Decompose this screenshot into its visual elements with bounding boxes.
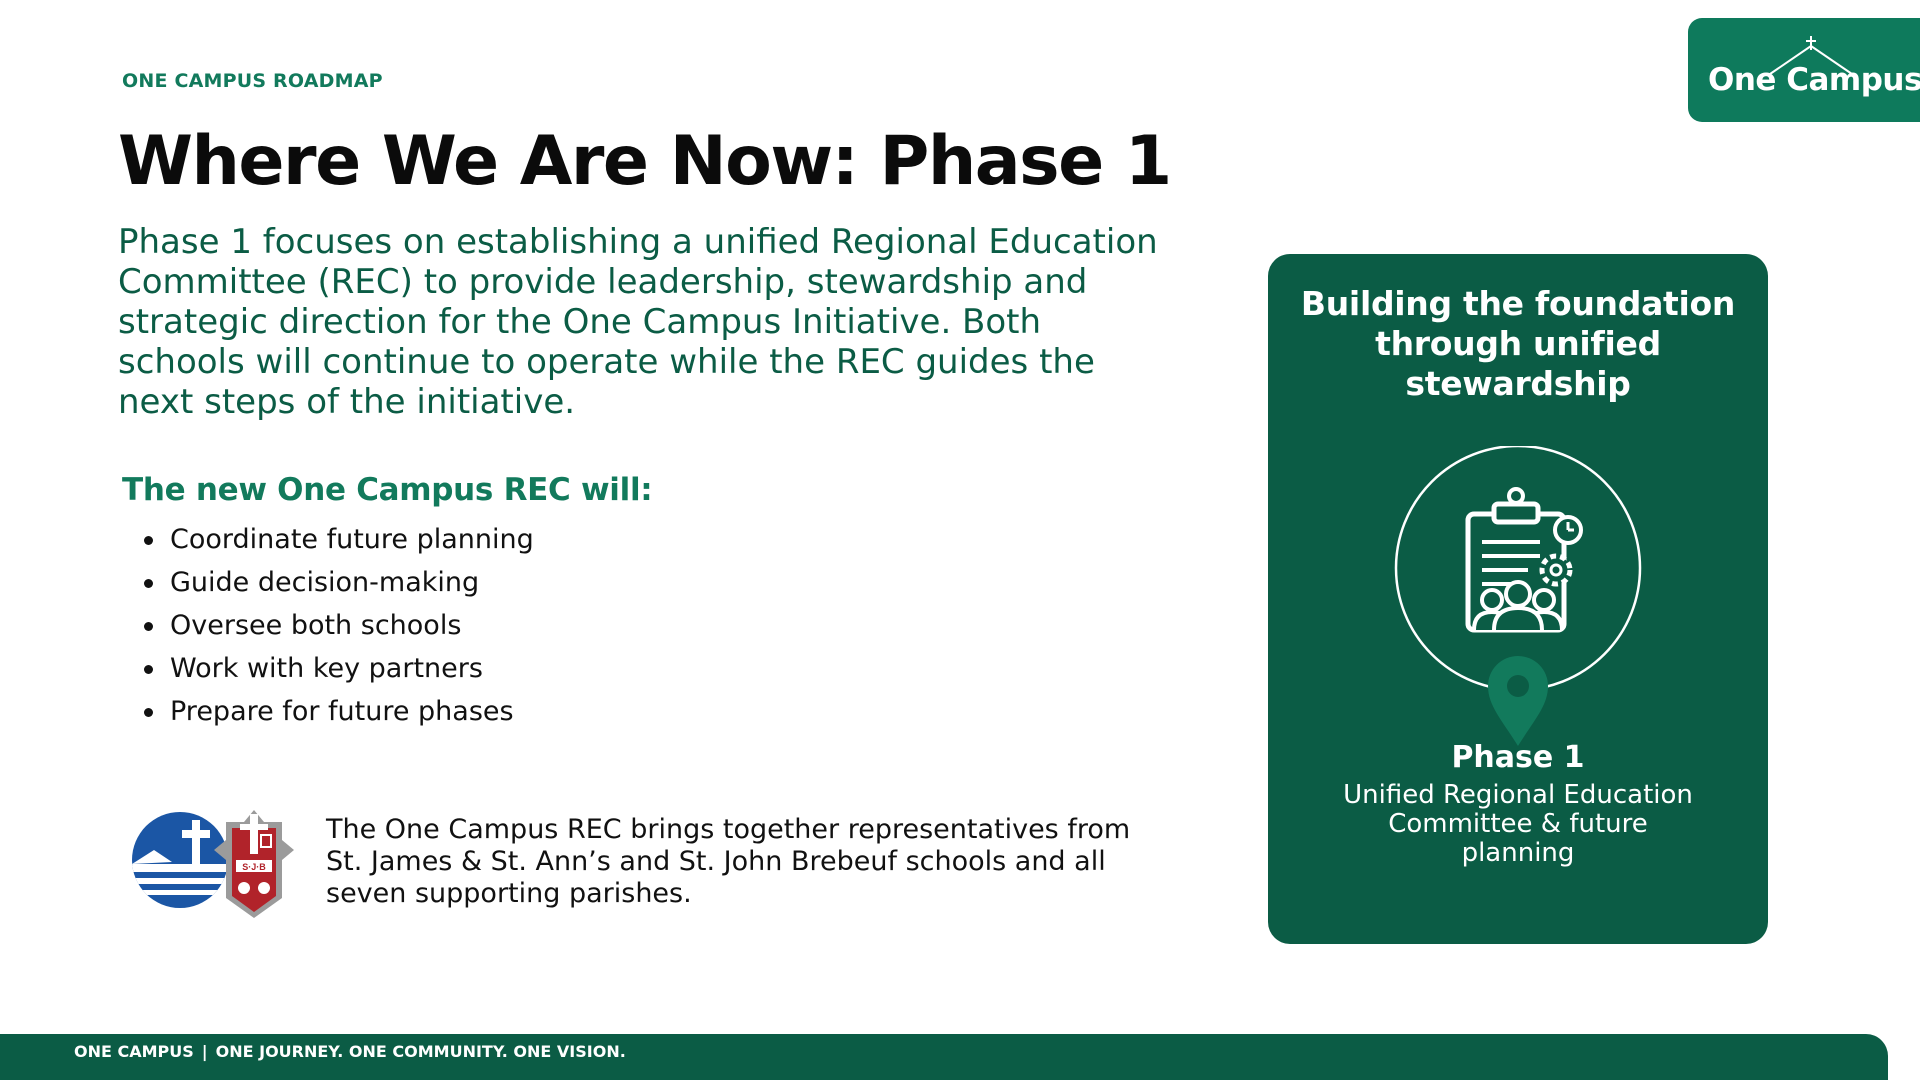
page-title: Where We Are Now: Phase 1 — [118, 122, 1172, 201]
clipboard-team-icon — [1394, 446, 1642, 746]
parish-cross-logo — [132, 812, 228, 908]
bullet-item: Work with key partners — [142, 647, 534, 690]
phase-label: Phase 1 — [1451, 740, 1585, 775]
card-title: Building the foundation through unified … — [1300, 284, 1736, 403]
rec-bullet-list: Coordinate future planning Guide decisio… — [142, 518, 534, 733]
bullet-item: Coordinate future planning — [142, 518, 534, 561]
footer-left-label: ONE CAMPUS — [74, 1042, 194, 1061]
phase-description: Unified Regional Education Committee & f… — [1343, 780, 1693, 868]
badge-label: One Campus — [1708, 62, 1920, 98]
map-pin-icon — [1488, 656, 1548, 746]
bullet-item: Prepare for future phases — [142, 690, 534, 733]
crest-letters: S·J·B — [242, 862, 266, 872]
gear-icon — [1539, 553, 1573, 587]
rec-footnote: The One Campus REC brings together repre… — [326, 814, 1131, 909]
roof-cross-icon — [1769, 36, 1853, 75]
bullet-item: Oversee both schools — [142, 604, 534, 647]
school-crest: S·J·B — [214, 810, 294, 918]
eyebrow-label: ONE CAMPUS ROADMAP — [122, 70, 383, 92]
footer-tagline: ONE CAMPUS | ONE JOURNEY. ONE COMMUNITY. O… — [74, 1042, 626, 1061]
clock-icon — [1553, 515, 1583, 545]
team-icon — [1472, 580, 1564, 631]
school-logos: S·J·B — [132, 810, 294, 918]
footer-separator: | — [201, 1042, 208, 1061]
intro-paragraph: Phase 1 focuses on establishing a unifie… — [118, 222, 1158, 422]
footer-right-label: ONE JOURNEY. ONE COMMUNITY. ONE VISION. — [215, 1042, 626, 1061]
phase-card: Building the foundation through unified … — [1268, 254, 1768, 944]
bullet-item: Guide decision-making — [142, 561, 534, 604]
rec-heading: The new One Campus REC will: — [122, 472, 653, 508]
footer-bar: ONE CAMPUS | ONE JOURNEY. ONE COMMUNITY. O… — [0, 1034, 1888, 1080]
one-campus-badge: One Campus — [1688, 18, 1920, 122]
